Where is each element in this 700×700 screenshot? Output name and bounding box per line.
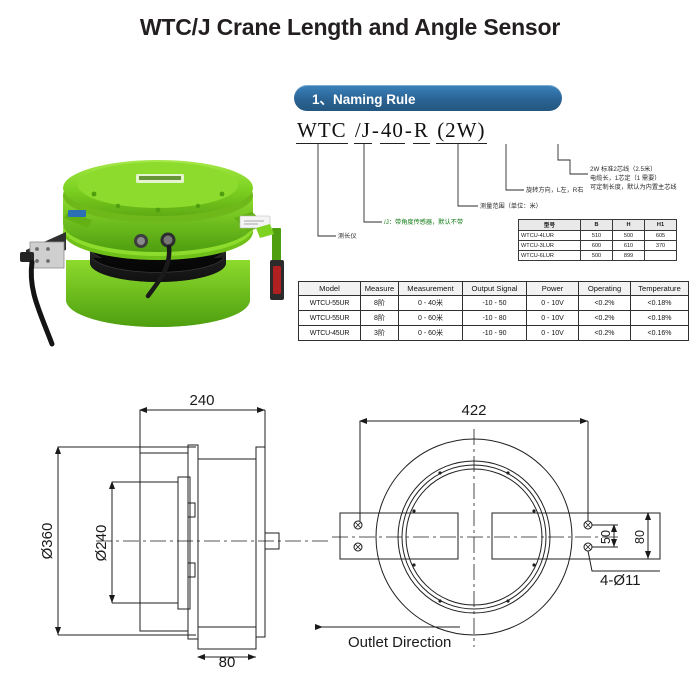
dimension-cell-model: WTCU-4LUR <box>518 230 581 241</box>
spec-header-measurement: Measurement <box>398 281 463 296</box>
spec-header-output-signal: Output Signal <box>462 281 527 296</box>
spec-header-model: Model <box>298 281 361 296</box>
dimension-header-model: 型号 <box>518 219 581 231</box>
dimension-cell-b: 600 <box>580 240 613 251</box>
annotation-power-line-3: 可定制长度，默认为内置主芯线 <box>590 184 677 191</box>
dimension-cell-b: 510 <box>580 230 613 241</box>
spec-cell-measurement: 0 - 40米 <box>398 295 463 311</box>
side-view-drawing <box>55 407 330 660</box>
naming-rule-leader-lines <box>317 144 588 237</box>
dim-outer-diameter: Ø360 <box>39 523 56 560</box>
specification-table: Model Measure Measurement Output Signal … <box>298 281 689 341</box>
dimension-table: 型号 B H H1 WTCU-4LUR 510 500 605 WTCU-3LU… <box>518 219 677 261</box>
dim-front-width: 422 <box>461 402 486 419</box>
front-view-drawing <box>315 418 661 647</box>
spec-header-operating: Operating <box>578 281 631 296</box>
spec-cell-output-signal: -10 - 80 <box>462 310 527 326</box>
spec-table-row: WTCU-55UR 8阶 0 - 40米 -10 - 50 0 - 10V <0… <box>298 295 689 311</box>
naming-rule-banner-label: 1、Naming Rule <box>312 92 416 107</box>
spec-cell-measure: 8阶 <box>360 310 399 326</box>
code-segment-type: /J <box>353 118 372 144</box>
spec-cell-model: WTCU-55UR <box>298 310 361 326</box>
spec-table-header-row: Model Measure Measurement Output Signal … <box>298 281 689 296</box>
product-photo-illustration <box>20 160 284 347</box>
code-segment-rotation: R <box>412 118 430 144</box>
spec-cell-operating: <0.2% <box>578 310 631 326</box>
code-segment-power: (2W) <box>436 118 487 144</box>
code-dash-1: - <box>371 118 380 142</box>
dimension-table-row: WTCU-6LUR 500 899 <box>518 250 677 261</box>
code-segment-range: 40 <box>379 118 405 144</box>
spec-table-row: WTCU-45UR 3阶 0 - 60米 -10 - 90 0 - 10V <0… <box>298 325 689 341</box>
drawings-svg: 240 Ø360 Ø240 80 <box>39 392 661 671</box>
dim-inner-diameter: Ø240 <box>93 525 110 562</box>
spec-cell-power: 0 - 10V <box>526 325 579 341</box>
dimension-header-h: H <box>612 219 645 231</box>
dimension-table-row: WTCU-3LUR 600 610 370 <box>518 240 677 251</box>
dimension-cell-h: 500 <box>612 230 645 241</box>
spec-cell-operating: <0.2% <box>578 295 631 311</box>
spec-cell-measurement: 0 - 60米 <box>398 325 463 341</box>
annotation-series: 测长仪 <box>338 233 357 240</box>
spec-cell-measurement: 0 - 60米 <box>398 310 463 326</box>
spec-header-measure: Measure <box>360 281 399 296</box>
page-title: WTC/J Crane Length and Angle Sensor <box>139 14 561 40</box>
dimension-cell-h1: 370 <box>644 240 677 251</box>
dimension-header-b: B <box>580 219 613 231</box>
spec-cell-power: 0 - 10V <box>526 295 579 311</box>
spec-cell-temperature: <0.16% <box>630 325 689 341</box>
hole-callout: 4-Ø11 <box>600 572 641 589</box>
spec-cell-measure: 3阶 <box>360 325 399 341</box>
naming-rule-banner: 1、Naming Rule <box>294 85 562 111</box>
spec-cell-operating: <0.2% <box>578 325 631 341</box>
model-code-line: WTC /J-40-R (2W) <box>296 118 696 144</box>
spec-cell-power: 0 - 10V <box>526 310 579 326</box>
spec-header-power: Power <box>526 281 579 296</box>
spec-cell-temperature: <0.18% <box>630 310 689 326</box>
spec-table-row: WTCU-55UR 8阶 0 - 60米 -10 - 80 0 - 10V <0… <box>298 310 689 326</box>
spec-cell-measure: 8阶 <box>360 295 399 311</box>
outlet-direction-label: Outlet Direction <box>348 634 451 651</box>
dimension-cell-h: 899 <box>612 250 645 261</box>
spec-header-temperature: Temperature <box>630 281 689 296</box>
spec-cell-temperature: <0.18% <box>630 295 689 311</box>
dimension-cell-h1 <box>644 250 677 261</box>
dim-hole-spacing: 50 <box>599 530 613 544</box>
dim-bracket-height: 80 <box>633 530 647 544</box>
dimension-table-header-row: 型号 B H H1 <box>518 219 677 231</box>
dimension-cell-h: 610 <box>612 240 645 251</box>
dim-side-depth: 80 <box>219 654 236 671</box>
annotation-range: 测量范围（单位：米） <box>480 203 542 210</box>
annotation-power-line-2: 电缆长，1芯定（1 需要） <box>590 175 661 182</box>
dimension-cell-model: WTCU-3LUR <box>518 240 581 251</box>
technical-drawings: 240 Ø360 Ø240 80 <box>0 385 700 700</box>
dim-side-width: 240 <box>189 392 214 409</box>
spec-cell-output-signal: -10 - 50 <box>462 295 527 311</box>
dimension-cell-h1: 605 <box>644 230 677 241</box>
annotation-power-line-1: 2W 标准2芯线（2.5米） <box>590 166 657 173</box>
dimension-header-h1: H1 <box>644 219 677 231</box>
code-segment-series: WTC <box>296 118 348 144</box>
dimension-cell-model: WTCU-6LUR <box>518 250 581 261</box>
product-photo <box>8 100 308 370</box>
dimension-cell-b: 500 <box>580 250 613 261</box>
code-dash-2: - <box>404 118 413 142</box>
dimension-table-row: WTCU-4LUR 510 500 605 <box>518 230 677 241</box>
spec-cell-model: WTCU-55UR <box>298 295 361 311</box>
spec-cell-model: WTCU-45UR <box>298 325 361 341</box>
annotation-type: /J：带角度传感器，默认不带 <box>384 219 464 226</box>
spec-cell-output-signal: -10 - 90 <box>462 325 527 341</box>
annotation-rotation: 旋转方向，L左，R右 <box>526 187 584 194</box>
naming-rule-diagram: WTC /J-40-R (2W) 测长仪 /J：带角度传感器，默认不带 测量范围… <box>296 118 696 268</box>
